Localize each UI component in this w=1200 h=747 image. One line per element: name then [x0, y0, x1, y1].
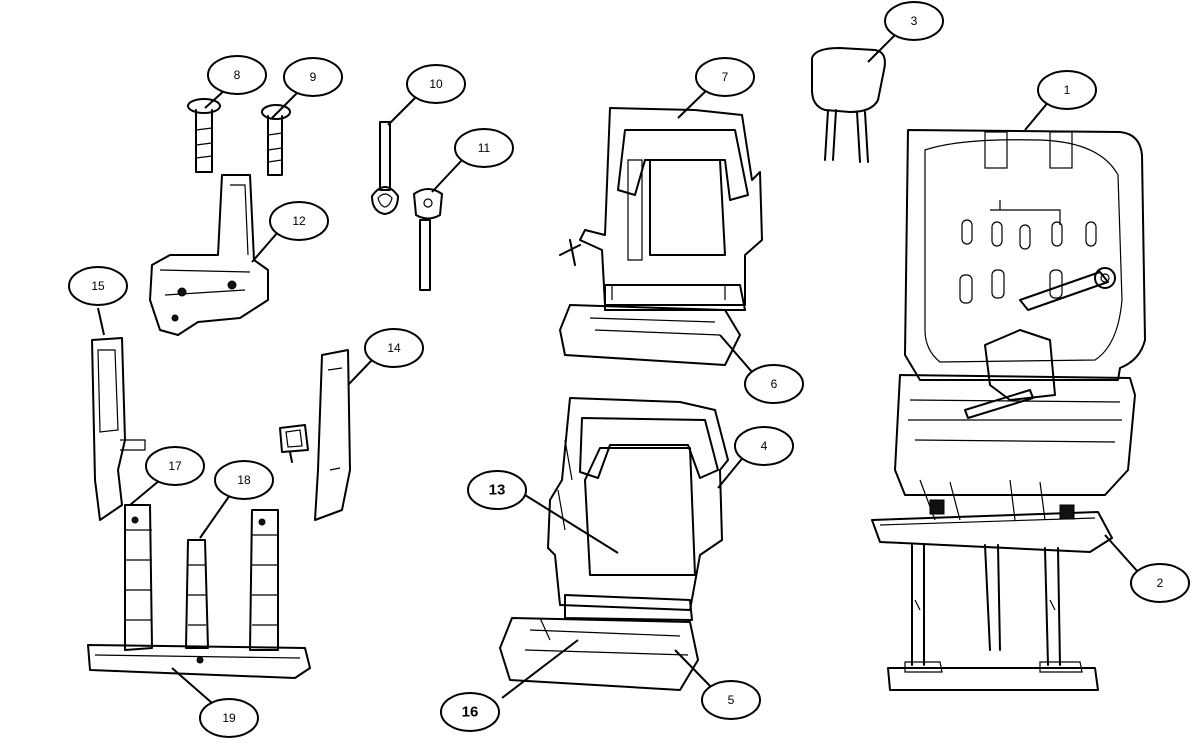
leader-19	[171, 667, 213, 704]
leader-15	[97, 307, 105, 336]
callout-17-label: 17	[168, 459, 182, 473]
trim-cap	[279, 424, 309, 463]
bolt-right	[261, 104, 291, 176]
callout-2: 2	[1130, 563, 1190, 603]
callout-5: 5	[701, 680, 761, 720]
seat-frame-assembly	[871, 129, 1146, 691]
leader-2	[1104, 534, 1139, 573]
callout-9-label: 9	[310, 70, 317, 84]
callout-15: 15	[68, 266, 128, 306]
leader-10	[387, 94, 419, 126]
callout-8: 8	[207, 55, 267, 95]
side-trim-left	[91, 337, 146, 521]
callout-19: 19	[199, 698, 259, 738]
callout-13-label: 13	[489, 482, 506, 499]
callout-16-label: 16	[462, 704, 479, 721]
callout-7: 7	[695, 57, 755, 97]
callout-6: 6	[744, 364, 804, 404]
leader-8	[204, 89, 226, 109]
callout-6-label: 6	[771, 377, 778, 391]
callout-2-label: 2	[1157, 576, 1164, 590]
bolt-left	[187, 98, 221, 173]
leader-16	[501, 639, 579, 699]
leader-1	[1024, 99, 1051, 131]
callout-1-label: 1	[1064, 83, 1071, 97]
upper-seat-trim-set	[559, 107, 763, 366]
release-handle	[413, 188, 443, 291]
callout-18-label: 18	[237, 473, 251, 487]
callout-11: 11	[454, 128, 514, 168]
callout-7-label: 7	[722, 70, 729, 84]
callout-14: 14	[364, 328, 424, 368]
callout-12-label: 12	[292, 214, 306, 228]
leader-13	[524, 494, 619, 554]
leader-5	[674, 649, 713, 689]
callout-5-label: 5	[728, 693, 735, 707]
callout-8-label: 8	[234, 68, 241, 82]
callout-16: 16	[440, 692, 500, 732]
callout-4: 4	[734, 426, 794, 466]
headrest	[811, 47, 886, 163]
leader-18	[199, 494, 231, 539]
callout-15-label: 15	[91, 279, 105, 293]
callout-3: 3	[884, 1, 944, 41]
leader-17	[129, 479, 161, 506]
callout-4-label: 4	[761, 439, 768, 453]
callout-10: 10	[406, 64, 466, 104]
release-strap	[371, 121, 399, 215]
leader-11	[431, 159, 463, 193]
mounting-bracket	[149, 174, 269, 336]
callout-3-label: 3	[911, 14, 918, 28]
callout-14-label: 14	[387, 341, 401, 355]
callout-13: 13	[467, 470, 527, 510]
callout-17: 17	[145, 446, 205, 486]
lower-seat-trim-set	[499, 397, 729, 691]
callout-19-label: 19	[222, 711, 236, 725]
leader-lines	[97, 29, 1139, 704]
side-trim-right	[314, 349, 351, 521]
leader-9	[271, 91, 299, 119]
callout-1: 1	[1037, 70, 1097, 110]
callout-9: 9	[283, 57, 343, 97]
callout-10-label: 10	[429, 77, 443, 91]
callout-18: 18	[214, 460, 274, 500]
leader-12	[251, 231, 279, 263]
callout-12: 12	[269, 201, 329, 241]
lower-frame-legs	[87, 504, 311, 679]
leader-14	[347, 359, 373, 386]
leader-6	[719, 334, 753, 373]
leader-4	[717, 454, 746, 489]
callout-11-label: 11	[478, 141, 491, 155]
